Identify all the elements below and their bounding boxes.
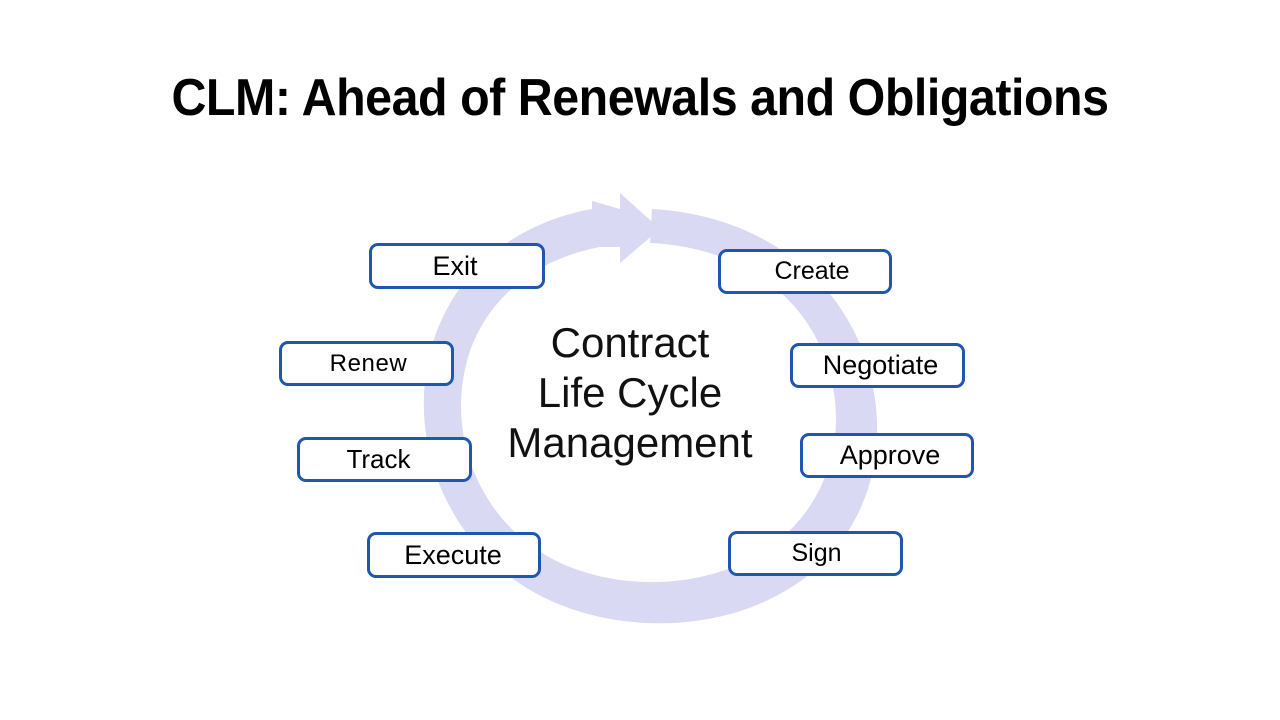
stage-box-negotiate[interactable]: Negotiate <box>790 343 965 388</box>
stage-box-execute[interactable]: Execute <box>367 532 541 578</box>
stage-box-sign[interactable]: Sign <box>728 531 903 576</box>
stage-box-create[interactable]: Create <box>718 249 892 294</box>
center-label-line-2: Life Cycle <box>537 369 723 416</box>
stage-box-track[interactable]: Track <box>297 437 472 482</box>
stage-label-sign: Sign <box>791 539 842 567</box>
cycle-center-label: Contract Life Cycle Management <box>470 318 790 468</box>
cycle-ring-arrow-icon <box>423 193 878 624</box>
page-title: CLM: Ahead of Renewals and Obligations <box>171 69 1109 127</box>
stage-box-approve[interactable]: Approve <box>800 433 974 478</box>
stage-label-create: Create <box>774 257 850 285</box>
stage-box-exit[interactable]: Exit <box>369 243 545 289</box>
stage-box-renew[interactable]: Renew <box>279 341 454 386</box>
stage-label-exit: Exit <box>432 250 478 281</box>
stage-label-renew: Renew <box>329 349 408 377</box>
stage-label-execute: Execute <box>404 539 502 570</box>
center-label-line-3: Management <box>507 419 753 466</box>
stage-label-negotiate: Negotiate <box>822 350 939 380</box>
stage-label-approve: Approve <box>839 440 941 470</box>
stage-label-track: Track <box>346 444 411 474</box>
center-label-line-1: Contract <box>550 319 710 366</box>
